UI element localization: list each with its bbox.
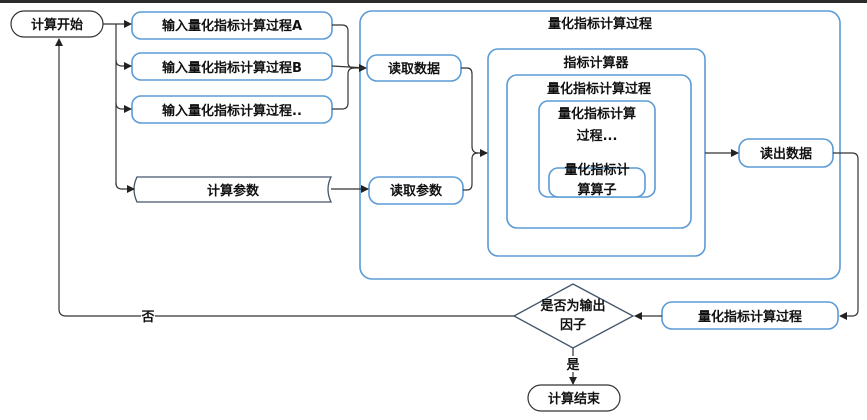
group-quant-process-title: 量化指标计算过程 xyxy=(548,16,652,32)
node-operator-line1: 量化指标计 xyxy=(564,162,629,178)
group-calculator-title: 指标计算器 xyxy=(563,55,629,71)
group-calculator: 指标计算器 xyxy=(487,48,706,257)
node-input-b[interactable]: 输入量化指标计算过程B xyxy=(131,52,333,81)
no-label-bg xyxy=(141,308,155,324)
node-read-data-label: 读取数据 xyxy=(388,61,440,77)
inner-sub-process-line1: 量化指标计算 xyxy=(558,106,636,122)
node-input-more[interactable]: 输入量化指标计算过程.. xyxy=(131,95,333,124)
node-params-label: 计算参数 xyxy=(207,183,260,199)
node-input-more-label: 输入量化指标计算过程.. xyxy=(162,103,302,119)
node-result-process-label: 量化指标计算过程 xyxy=(698,309,802,325)
node-read-out-label: 读出数据 xyxy=(760,146,812,162)
group-inner-process: 量化指标计算过程 xyxy=(506,74,692,229)
group-inner-process-title: 量化指标计算过程 xyxy=(547,81,651,97)
yes-label-bg xyxy=(566,356,581,372)
connectors xyxy=(55,20,859,385)
node-start-label: 计算开始 xyxy=(31,17,83,33)
node-result-process[interactable]: 量化指标计算过程 xyxy=(661,301,839,330)
node-params[interactable]: 计算参数 xyxy=(133,176,333,203)
node-input-a[interactable]: 输入量化指标计算过程A xyxy=(131,11,333,40)
edge-label-no: 否 xyxy=(140,310,154,325)
node-read-data[interactable]: 读取数据 xyxy=(366,54,462,82)
node-read-out[interactable]: 读出数据 xyxy=(738,138,834,168)
group-quant-process: 量化指标计算过程 xyxy=(359,10,841,280)
node-operator[interactable]: 量化指标计 算算子 xyxy=(548,162,646,198)
node-read-params[interactable]: 读取参数 xyxy=(368,176,464,205)
node-start[interactable]: 计算开始 xyxy=(10,10,104,38)
edge-label-yes: 是 xyxy=(565,358,580,373)
inner-sub-process-line2: 过程... xyxy=(577,128,618,144)
node-end-label: 计算结束 xyxy=(548,391,601,407)
node-decision[interactable]: 是否为输出 因子 xyxy=(512,283,635,349)
node-input-a-label: 输入量化指标计算过程A xyxy=(162,18,302,34)
node-decision-line1: 是否为输出 xyxy=(539,298,605,314)
node-decision-line2: 因子 xyxy=(560,318,586,333)
node-end[interactable]: 计算结束 xyxy=(527,384,621,412)
node-operator-line2: 算算子 xyxy=(577,182,616,198)
top-border xyxy=(0,0,867,3)
node-read-params-label: 读取参数 xyxy=(390,183,443,199)
node-input-b-label: 输入量化指标计算过程B xyxy=(162,60,302,76)
